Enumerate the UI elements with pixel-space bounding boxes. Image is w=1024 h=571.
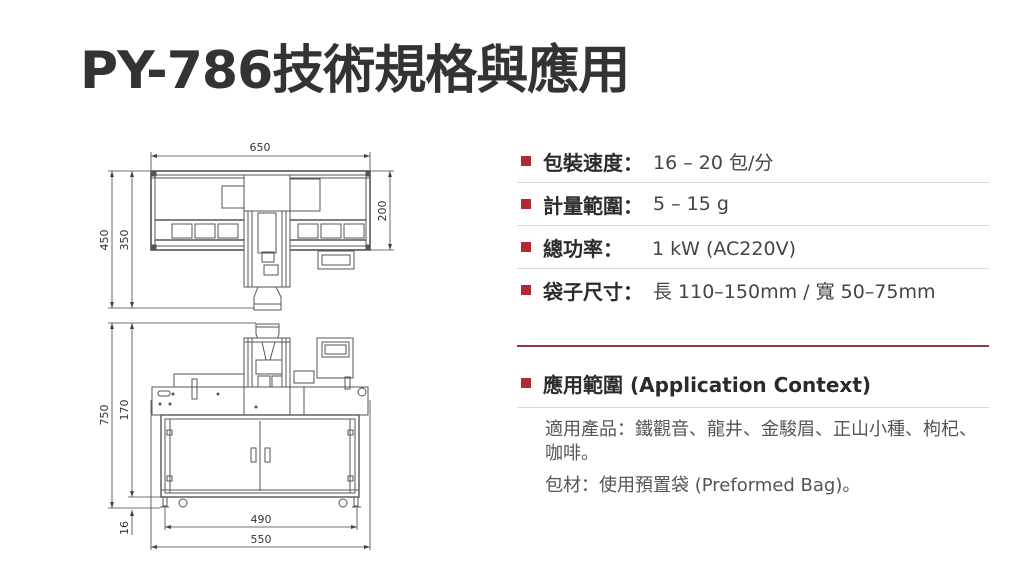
spec-value: 1 kW (AC220V) — [633, 237, 796, 260]
spec-colon: ： — [623, 193, 643, 218]
dim-foot: 16 — [118, 521, 131, 535]
bullet-icon — [521, 156, 531, 166]
spec-colon: ： — [623, 279, 643, 304]
page-title: PY-786技術規格與應用 — [80, 41, 630, 101]
spec-row-power: 總功率 ： 1 kW (AC220V) — [517, 226, 989, 269]
application-material: 包材：使用預置袋 (Preformed Bag)。 — [545, 475, 861, 496]
spec-value: 16 – 20 包/分 — [653, 151, 774, 174]
dim-side-outer-width: 550 — [251, 533, 272, 546]
spec-value: 長 110–150mm / 寬 50–75mm — [653, 280, 936, 303]
application-heading: 應用範圍 (Application Context) — [517, 359, 989, 408]
spec-row-bag-size: 袋子尺寸 ： 長 110–150mm / 寬 50–75mm — [517, 269, 989, 311]
spec-colon: ： — [603, 236, 623, 261]
spec-row-speed: 包裝速度 ： 16 – 20 包/分 — [517, 140, 989, 183]
spec-value: 5 – 15 g — [653, 193, 729, 215]
dimension-lines — [108, 152, 394, 550]
application-products: 適用產品：鐵觀音、龍井、金駿眉、正山小種、枸杞、咖啡。 — [545, 419, 977, 464]
dim-side-inner-height: 170 — [118, 400, 131, 421]
application-heading-text: 應用範圍 (Application Context) — [543, 372, 872, 397]
spec-label: 總功率 — [543, 236, 603, 261]
bullet-icon — [521, 199, 531, 209]
dim-top-outer-height: 450 — [98, 230, 111, 251]
spec-colon: ： — [623, 150, 643, 175]
bullet-icon — [521, 242, 531, 252]
bullet-icon — [521, 285, 531, 295]
section-divider — [517, 345, 989, 347]
spec-list: 包裝速度 ： 16 – 20 包/分 計量範圍 ： 5 – 15 g 總功率 ：… — [517, 140, 989, 506]
machine-technical-drawing: 650 200 450 350 750 170 16 490 550 — [98, 141, 394, 550]
spec-row-dosing: 計量範圍 ： 5 – 15 g — [517, 183, 989, 226]
bullet-icon — [521, 378, 531, 388]
spec-label: 計量範圍 — [543, 193, 623, 218]
spec-label: 包裝速度 — [543, 150, 623, 175]
dim-top-inner-height: 350 — [118, 230, 131, 251]
application-body: 適用產品：鐵觀音、龍井、金駿眉、正山小種、枸杞、咖啡。 包材：使用預置袋 (Pr… — [517, 408, 989, 498]
dim-side-outer-height: 750 — [98, 405, 111, 426]
dim-top-width: 650 — [250, 141, 271, 154]
dim-side-inner-width: 490 — [251, 513, 272, 526]
top-view — [150, 170, 371, 311]
spec-label: 袋子尺寸 — [543, 279, 623, 304]
side-view — [151, 323, 369, 508]
dim-top-right: 200 — [376, 201, 389, 222]
